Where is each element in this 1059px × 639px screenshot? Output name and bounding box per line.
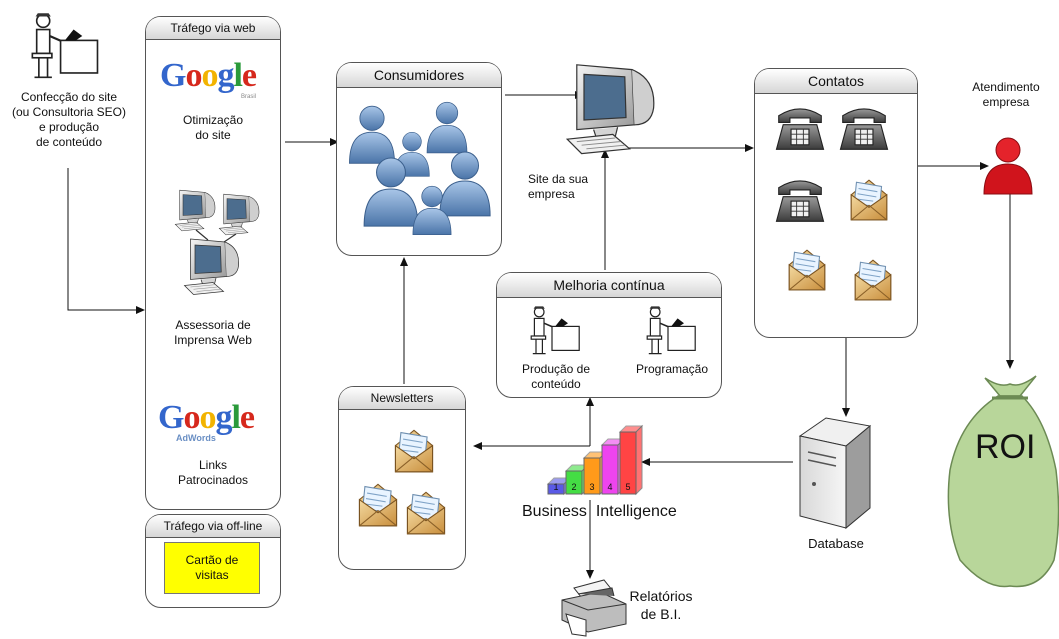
programming-label: Programação: [635, 362, 709, 376]
google-letter-4: g: [217, 57, 234, 94]
consumers-title: Consumidores: [337, 63, 501, 88]
bar-chart-icon: 1 2 3 4 5: [546, 424, 644, 496]
web-traffic-title: Tráfego via web: [146, 17, 280, 40]
press-label: Assessoria de Imprensa Web: [174, 318, 252, 347]
google-letter-1: G: [160, 57, 186, 94]
attendance-label: Atendimento empresa: [972, 80, 1040, 109]
bi-step-label: 2: [571, 482, 576, 492]
database-server-icon: [798, 417, 872, 530]
google-adwords-logo: Google: [158, 399, 255, 436]
bi-step-label: 5: [625, 482, 630, 492]
contacts-box: Contatos: [754, 68, 918, 338]
google-letter-6: e: [239, 399, 255, 436]
google-logo: Google: [160, 57, 257, 94]
consumers-box: Consumidores: [336, 62, 502, 256]
site-label: Site da sua empresa: [528, 172, 589, 201]
arrow-site-creation-to-web-traffic: [67, 168, 145, 314]
database-label: Database: [808, 536, 864, 551]
bi-step-label: 3: [589, 482, 594, 492]
person-at-desk-icon: [31, 12, 99, 79]
content-production-label: Produção de conteúdo: [521, 362, 591, 391]
newsletters-box: Newsletters: [338, 386, 466, 570]
business-card-box: Cartão de visitas: [164, 542, 260, 594]
google-letter-3: o: [201, 57, 218, 94]
site-creation-label: Confecção do site (ou Consultoria SEO) e…: [11, 90, 127, 149]
money-bag-icon: [947, 375, 1059, 588]
adwords-tag: AdWords: [176, 433, 216, 443]
google-letter-3: o: [199, 399, 216, 436]
offline-traffic-title: Tráfego via off-line: [146, 515, 280, 538]
newsletters-title: Newsletters: [339, 387, 465, 410]
sponsored-links-label: Links Patrocinados: [177, 458, 249, 487]
google-brasil-tag: Brasil: [241, 94, 257, 100]
optimization-label: Otimização do site: [182, 113, 244, 142]
attendant-person-icon: [983, 137, 1033, 195]
computer-monitor-icon: [566, 64, 655, 155]
google-letter-2: o: [183, 399, 200, 436]
bi-step-label: 4: [607, 482, 612, 492]
roi-label: ROI: [975, 428, 1036, 466]
connectors: [67, 91, 1014, 579]
contacts-title: Contatos: [755, 69, 917, 94]
google-letter-5: l: [233, 57, 243, 94]
google-letter-5: l: [231, 399, 241, 436]
business-intelligence-label: Business Intelligence: [522, 503, 677, 520]
reports-label: Relatórios de B.I.: [629, 588, 693, 622]
bi-step-5: 5: [618, 424, 644, 496]
google-letter-2: o: [185, 57, 202, 94]
google-letter-4: g: [215, 399, 232, 436]
google-letter-1: G: [158, 399, 184, 436]
bi-step-label: 1: [553, 482, 558, 492]
printer-icon: [561, 579, 627, 637]
improvement-title: Melhoria contínua: [497, 273, 721, 298]
google-letter-6: e: [241, 57, 257, 94]
